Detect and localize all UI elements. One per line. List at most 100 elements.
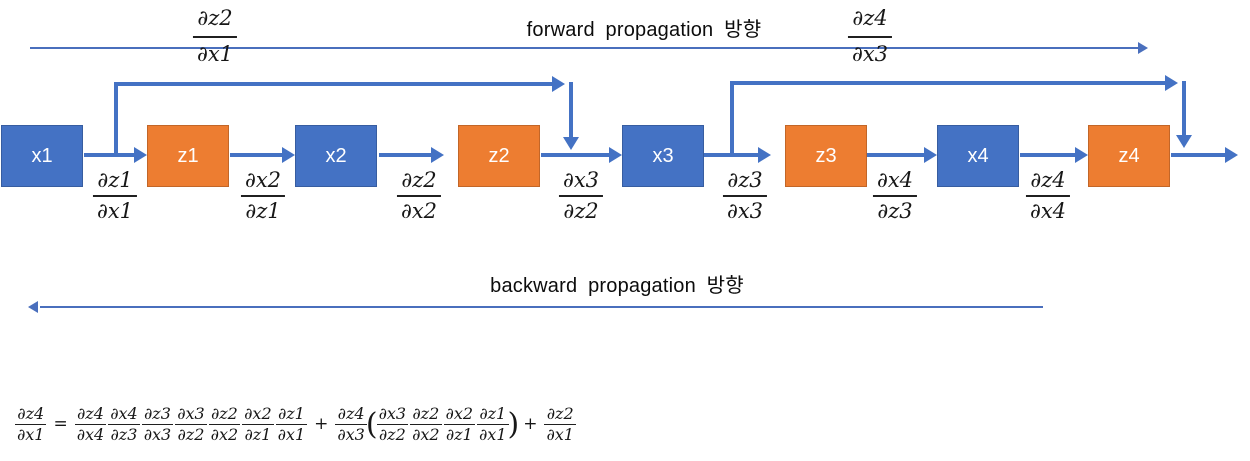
fraction-numerator: ∂x4 xyxy=(108,404,140,425)
fraction-numerator: ∂x3 xyxy=(175,404,207,425)
top-fraction-2: ∂z4∂x3 xyxy=(847,8,893,66)
fraction-numerator: ∂z4 xyxy=(74,406,107,425)
equation-fraction: ∂z4∂x3 xyxy=(335,406,367,444)
fraction-denominator: ∂x4 xyxy=(1029,199,1067,223)
equation-parenthesis: ) xyxy=(507,407,520,442)
fraction-denominator: ∂z1 xyxy=(245,199,281,223)
fraction-denominator: ∂x1 xyxy=(546,425,574,444)
fraction-denominator: ∂x3 xyxy=(337,425,365,444)
equation-fraction: ∂z1∂x1 xyxy=(275,406,308,444)
backward-propagation-title: backward propagation 방향 xyxy=(490,275,744,297)
edge-fraction-7: ∂z4∂x4 xyxy=(1025,170,1071,223)
equation-parenthesis: ( xyxy=(365,407,378,442)
skip-arrow-1-drop xyxy=(569,82,573,138)
equation-fraction: ∂z4∂x4 xyxy=(74,406,107,444)
fraction-numerator: ∂z2 xyxy=(396,170,442,197)
fraction-denominator: ∂z1 xyxy=(244,425,272,444)
fraction-denominator: ∂x4 xyxy=(76,425,105,444)
edge-fraction-5: ∂z3∂x3 xyxy=(722,170,768,223)
backward-arrowhead-icon xyxy=(28,301,38,313)
fraction-denominator: ∂x2 xyxy=(400,199,438,223)
fraction-denominator: ∂x1 xyxy=(479,425,507,444)
equation-fraction: ∂x3∂z2 xyxy=(376,404,409,443)
fraction-numerator: ∂z1 xyxy=(92,170,138,197)
skip-arrow-1-down-arrowhead-icon xyxy=(563,137,579,150)
forward-propagation-title: forward propagation 방향 xyxy=(526,19,762,41)
edge-arrow-2-arrowhead-icon xyxy=(282,147,295,163)
fraction-denominator: ∂z2 xyxy=(177,425,205,444)
fraction-denominator: ∂x1 xyxy=(277,425,306,444)
node-x2: x2 xyxy=(295,125,377,187)
edge-arrow-1 xyxy=(84,153,136,157)
skip-arrow-2-down-arrowhead-icon xyxy=(1176,135,1192,148)
fraction-denominator: ∂x2 xyxy=(210,425,239,444)
equation-fraction: ∂x2∂z1 xyxy=(443,404,476,444)
fraction-numerator: ∂z4 xyxy=(847,8,893,38)
edge-fraction-1: ∂z1∂x1 xyxy=(92,170,138,223)
fraction-denominator: ∂z1 xyxy=(445,425,473,444)
fraction-numerator: ∂z2 xyxy=(192,8,238,38)
fraction-denominator: ∂x1 xyxy=(96,199,134,223)
fraction-denominator: ∂x3 xyxy=(143,425,172,444)
fraction-numerator: ∂z4 xyxy=(1025,170,1071,197)
fraction-numerator: ∂x2 xyxy=(242,404,274,425)
equation-fraction: ∂z3∂x3 xyxy=(141,406,174,444)
fraction-numerator: ∂z3 xyxy=(722,170,768,197)
skip-arrow-1-top xyxy=(114,82,553,86)
edge-arrow-7 xyxy=(1020,153,1077,157)
output-arrow xyxy=(1171,153,1227,157)
backward-arrow-line xyxy=(40,306,1043,308)
fraction-denominator: ∂x2 xyxy=(412,425,440,444)
fraction-numerator: ∂x4 xyxy=(872,170,918,197)
fraction-numerator: ∂z2 xyxy=(208,406,241,425)
fraction-numerator: ∂x2 xyxy=(443,404,476,425)
node-z1: z1 xyxy=(147,125,229,187)
edge-arrow-3-arrowhead-icon xyxy=(431,147,444,163)
edge-fraction-4: ∂x3∂z2 xyxy=(558,170,604,223)
fraction-numerator: ∂x2 xyxy=(240,170,286,197)
fraction-numerator: ∂z4 xyxy=(335,406,367,425)
node-z3: z3 xyxy=(785,125,867,187)
top-fraction-1: ∂z2∂x1 xyxy=(192,8,238,66)
edge-arrow-2 xyxy=(230,153,284,157)
fraction-denominator: ∂x1 xyxy=(196,42,234,66)
equation-fraction: ∂x2∂z1 xyxy=(242,404,274,444)
equation-fraction: ∂z1∂x1 xyxy=(477,406,509,444)
fraction-numerator: ∂z1 xyxy=(275,406,308,425)
fraction-numerator: ∂z4 xyxy=(15,406,47,425)
equation-fraction: ∂z2∂x2 xyxy=(410,406,442,444)
output-arrow-arrowhead-icon xyxy=(1225,147,1238,163)
edge-fraction-3: ∂z2∂x2 xyxy=(396,170,442,223)
fraction-numerator: ∂z2 xyxy=(410,406,442,425)
edge-arrow-7-arrowhead-icon xyxy=(1075,147,1088,163)
skip-arrow-1-right-arrowhead-icon xyxy=(552,76,565,92)
skip-arrow-2-top xyxy=(730,81,1166,85)
skip-arrow-2-right-arrowhead-icon xyxy=(1165,75,1178,91)
edge-arrow-4 xyxy=(541,153,611,157)
node-x4: x4 xyxy=(937,125,1019,187)
equation-fraction: ∂z2∂x1 xyxy=(544,406,576,444)
fraction-numerator: ∂z1 xyxy=(477,406,509,425)
fraction-denominator: ∂x3 xyxy=(851,42,889,66)
forward-arrowhead-icon xyxy=(1138,42,1148,54)
fraction-denominator: ∂x3 xyxy=(726,199,764,223)
skip-arrow-2-drop xyxy=(1182,81,1186,136)
fraction-numerator: ∂z3 xyxy=(141,406,174,425)
equation-fraction: ∂x3∂z2 xyxy=(175,404,207,444)
equation-operator: + xyxy=(523,414,538,434)
edge-arrow-1-arrowhead-icon xyxy=(134,147,147,163)
equation-operator: = xyxy=(53,414,68,434)
skip-arrow-2-riser xyxy=(730,81,734,157)
equation-operator: + xyxy=(314,414,329,434)
fraction-numerator: ∂x3 xyxy=(376,404,409,425)
edge-arrow-6-arrowhead-icon xyxy=(924,147,937,163)
node-x3: x3 xyxy=(622,125,704,187)
node-z4: z4 xyxy=(1088,125,1170,187)
equation-fraction: ∂z2∂x2 xyxy=(208,406,241,444)
equation-fraction: ∂z4∂x1 xyxy=(15,406,47,443)
edge-arrow-5-arrowhead-icon xyxy=(758,147,771,163)
fraction-numerator: ∂z2 xyxy=(544,406,576,425)
skip-arrow-1-riser xyxy=(114,82,118,157)
fraction-denominator: ∂z3 xyxy=(877,199,913,223)
fraction-denominator: ∂z2 xyxy=(563,199,599,223)
